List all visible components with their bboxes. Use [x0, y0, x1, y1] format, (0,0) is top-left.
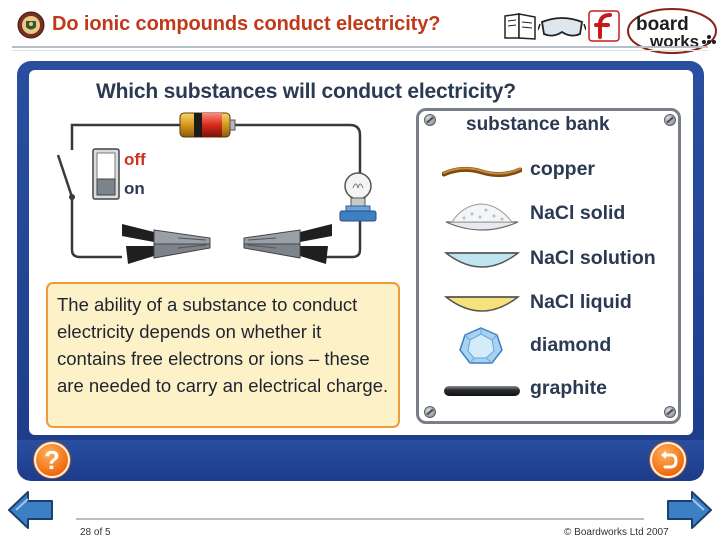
- substance-bank-panel: [416, 108, 681, 424]
- screw-icon: [424, 406, 436, 418]
- substance-label: NaCl solution: [530, 247, 656, 269]
- svg-text:works: works: [649, 32, 699, 51]
- boardworks-logo: board works: [627, 8, 717, 54]
- switch-off-label[interactable]: off: [124, 150, 146, 169]
- goggles-icon[interactable]: [538, 10, 586, 42]
- graphite-rod-icon: [444, 386, 520, 396]
- substance-label: diamond: [530, 334, 612, 356]
- help-button[interactable]: ?: [34, 442, 70, 478]
- svg-text:board: board: [636, 14, 689, 35]
- school-crest-icon: [17, 11, 45, 39]
- switch-on-label[interactable]: on: [124, 179, 145, 198]
- substance-item-diamond[interactable]: diamond: [442, 326, 677, 366]
- substance-label: NaCl solid: [530, 202, 626, 224]
- substance-item-nacl-solid[interactable]: NaCl solid: [442, 196, 677, 236]
- screw-icon: [664, 406, 676, 418]
- notebook-icon[interactable]: [502, 10, 538, 42]
- substance-label: NaCl liquid: [530, 291, 632, 313]
- substance-item-nacl-solution[interactable]: NaCl solution: [442, 241, 677, 281]
- flash-icon[interactable]: [588, 10, 620, 42]
- next-slide-arrow-icon[interactable]: [664, 488, 714, 532]
- crocodile-clip-right[interactable]: [236, 214, 336, 270]
- reset-arrow-icon: [661, 451, 678, 469]
- substance-item-graphite[interactable]: graphite: [442, 374, 677, 414]
- screw-icon: [664, 114, 676, 126]
- substance-item-nacl-liquid[interactable]: NaCl liquid: [442, 285, 677, 325]
- diamond-icon: [459, 327, 503, 364]
- page-number: 28 of 5: [80, 527, 111, 538]
- header-divider-light: [12, 50, 708, 51]
- toggle-switch[interactable]: [92, 148, 120, 200]
- molten-salt-dish-icon: [443, 296, 521, 312]
- crocodile-clip-left[interactable]: [118, 214, 218, 270]
- copper-wire-icon: [442, 166, 522, 178]
- battery-icon: [179, 112, 236, 138]
- light-bulb-icon: [339, 172, 377, 222]
- slide-title: Do ionic compounds conduct electricity?: [52, 13, 441, 35]
- previous-slide-arrow-icon[interactable]: [6, 488, 56, 532]
- substance-item-copper[interactable]: copper: [442, 152, 677, 192]
- help-button-label: ?: [44, 445, 60, 475]
- solution-dish-icon: [443, 252, 521, 268]
- salt-pile-icon: [445, 203, 519, 231]
- circuit-diagram: [56, 123, 362, 259]
- frame-toolbar: [17, 440, 704, 480]
- reset-button[interactable]: [650, 442, 686, 478]
- substance-bank-title: substance bank: [466, 114, 610, 135]
- copyright-text: © Boardworks Ltd 2007: [564, 527, 669, 538]
- screw-icon: [424, 114, 436, 126]
- footer-divider: [76, 518, 644, 520]
- info-text-box: The ability of a substance to conduct el…: [46, 282, 400, 428]
- question-heading: Which substances will conduct electricit…: [96, 80, 516, 103]
- substance-label: graphite: [530, 377, 607, 399]
- header-divider: [12, 46, 708, 48]
- substance-label: copper: [530, 158, 596, 180]
